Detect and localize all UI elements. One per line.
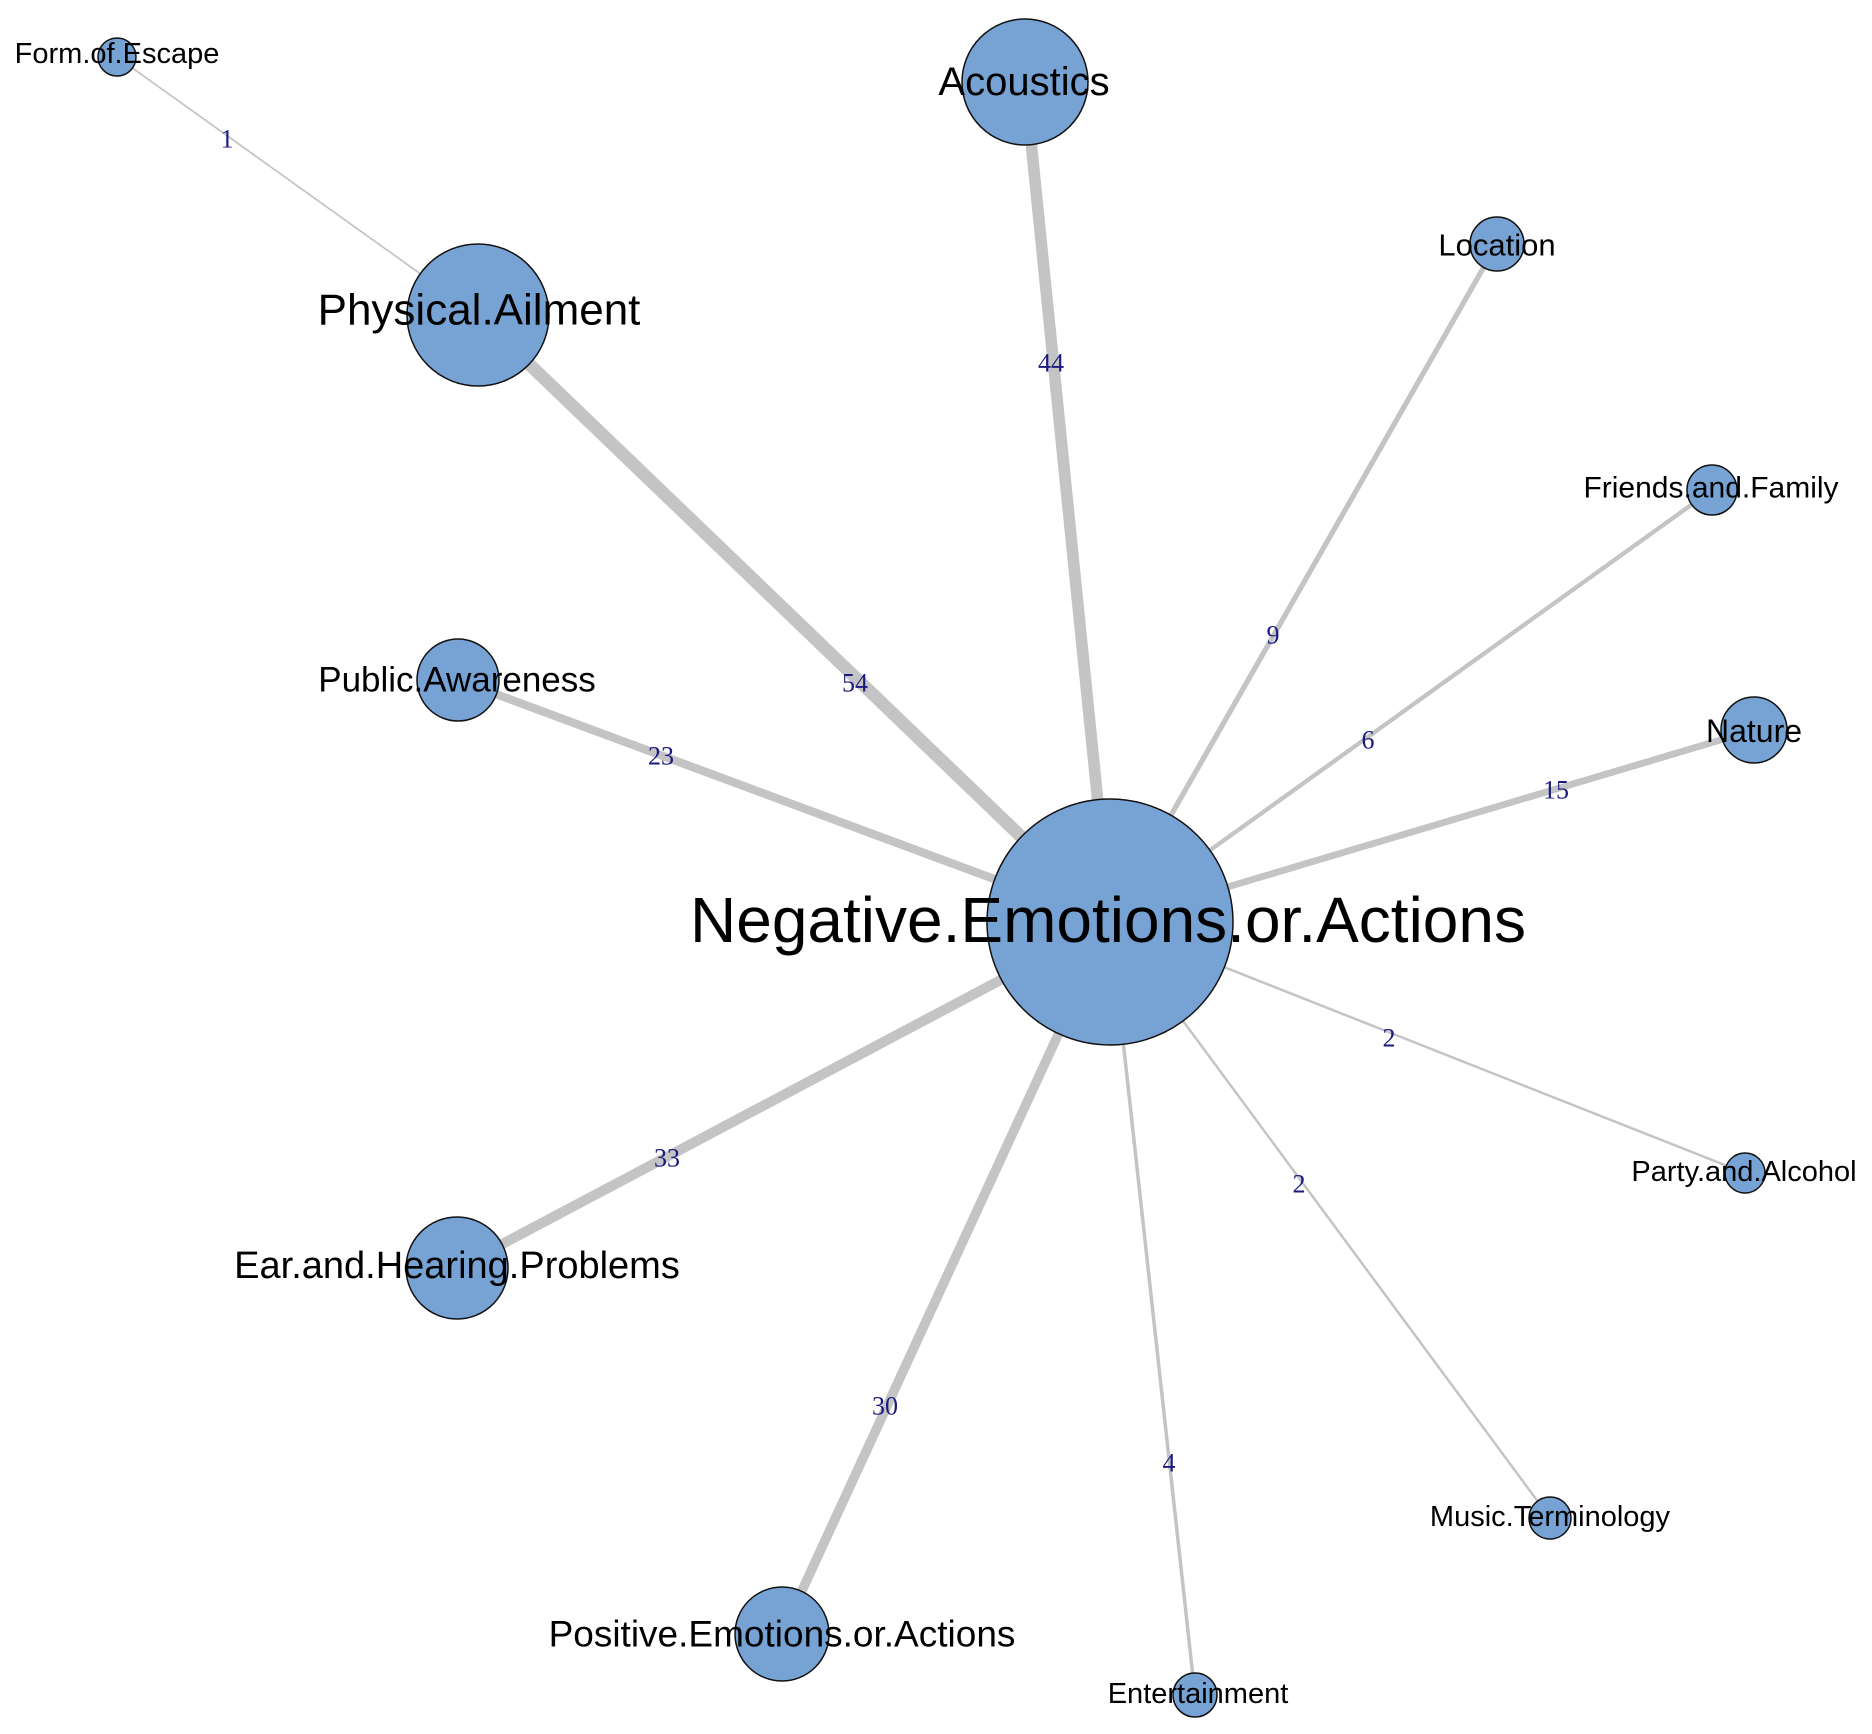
edge-weight-label-party-and-alcohol: 2 [1383,1024,1396,1053]
edge-weight-label-acoustics: 44 [1038,349,1064,378]
node-form-of-escape [97,37,137,77]
node-friends-and-family [1686,464,1738,516]
node-positive-emotions-or-actions [734,1586,830,1682]
edge-weight-label-positive-emotions-or-actions: 30 [872,1392,898,1421]
edge-weight-label-friends-and-family: 6 [1362,726,1375,755]
node-label-friends-and-family: Friends.and.Family [1583,472,1838,505]
edge-weight-label-form-of-escape: 1 [221,125,234,154]
edge-positive-emotions-or-actions [777,919,1115,1637]
edge-weight-label-music-terminology: 2 [1293,1170,1306,1199]
node-party-and-alcohol [1724,1152,1766,1194]
node-label-location: Location [1438,228,1555,263]
node-label-party-and-alcohol: Party.and.Alcohol [1631,1156,1856,1188]
node-label-public-awareness: Public.Awareness [318,661,596,700]
node-music-terminology [1528,1496,1572,1540]
node-label-physical-ailment: Physical.Ailment [318,286,641,335]
node-label-form-of-escape: Form.of.Escape [15,38,220,70]
node-nature [1720,696,1788,764]
node-physical-ailment [406,243,550,387]
edge-location [1107,242,1500,924]
node-acoustics [961,18,1089,146]
node-public-awareness [416,638,500,722]
node-label-positive-emotions-or-actions: Positive.Emotions.or.Actions [549,1614,1016,1655]
edge-weight-label-physical-ailment: 54 [842,669,868,698]
nodes-layer [97,18,1788,1718]
edges-layer [116,56,1755,1696]
edge-weight-label-public-awareness: 23 [648,742,674,771]
node-location [1469,216,1525,272]
node-label-acoustics: Acoustics [938,60,1109,104]
node-label-entertainment: Entertainment [1108,1678,1289,1710]
edge-weight-label-location: 9 [1267,621,1280,650]
edge-physical-ailment [473,310,1115,927]
edge-weight-label-entertainment: 4 [1163,1449,1176,1478]
edge-entertainment [1108,921,1197,1696]
edge-acoustics [1019,81,1116,923]
node-label-negative-emotions-or-actions: Negative.Emotions.or.Actions [690,884,1526,956]
node-label-music-terminology: Music.Terminology [1430,1501,1671,1533]
node-labels-layer: Negative.Emotions.or.Actions Form.of.Esca… [15,38,1857,1710]
edge-weight-label-nature: 15 [1543,776,1569,805]
edge-weight-label-ear-and-hearing-problems: 33 [654,1144,680,1173]
node-negative-emotions-or-actions [986,798,1234,1046]
node-label-ear-and-hearing-problems: Ear.and.Hearing.Problems [234,1245,680,1287]
edge-labels-layer: 1 44 54 9 6 23 15 2 33 2 30 4 [221,125,1570,1478]
node-entertainment [1172,1672,1218,1718]
node-ear-and-hearing-problems [405,1216,509,1320]
node-label-nature: Nature [1706,713,1802,749]
edge-form-of-escape [116,56,479,316]
